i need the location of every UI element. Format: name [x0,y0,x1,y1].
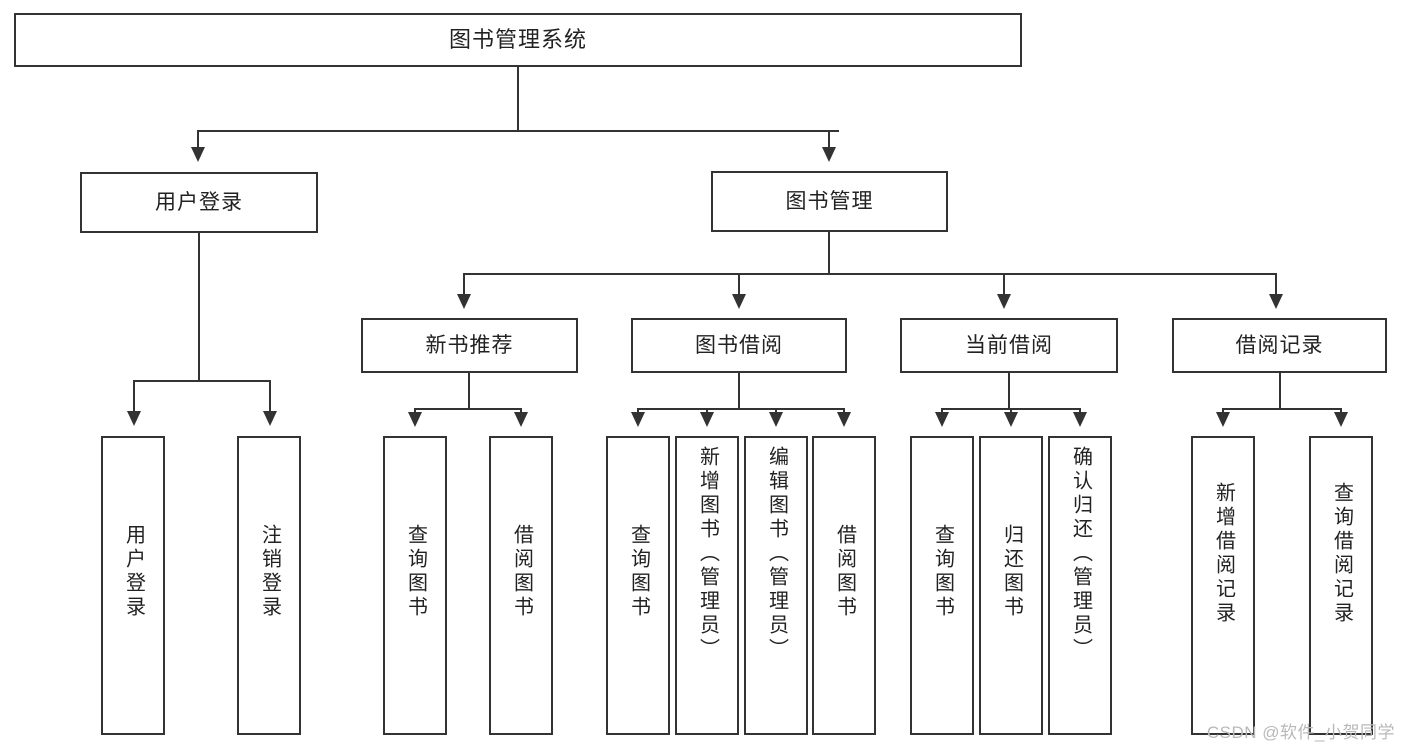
leaf-user-login-label: 用户登录 [122,524,145,620]
edge-root-bus [197,130,839,132]
arrow-to-leaf5 [631,412,645,427]
arrow-to-leaf2 [263,411,277,426]
edge-borrow-drop-3 [775,408,777,414]
node-new-book-recommend-label: 新书推荐 [425,333,514,357]
edge-current-stem [1008,373,1010,409]
edge-borrow-bus [637,408,845,410]
edge-login-drop-2 [269,380,271,412]
edge-borrow-stem [738,373,740,409]
edge-bookmgmt-bus [463,273,1275,275]
node-book-borrow-label: 图书借阅 [695,333,783,357]
edge-borrow-drop-4 [843,408,845,414]
leaf-query-borrow-record-label: 查询借阅记录 [1330,482,1353,626]
leaf-return-books-label: 归还图书 [1000,524,1023,620]
edge-borrow-drop-1 [637,408,639,414]
leaf-borrow-books[interactable]: 借阅图书 [812,436,876,735]
arrow-to-borrow [732,294,746,309]
arrow-to-leaf1 [127,411,141,426]
leaf-query-books-borrow[interactable]: 查询图书 [606,436,670,735]
node-borrow-records[interactable]: 借阅记录 [1172,318,1387,373]
arrow-to-bookmgmt [822,147,836,162]
arrow-to-leaf10 [1004,412,1018,427]
edge-bookmgmt-drop-1 [463,273,465,295]
node-user-login-label: 用户登录 [155,190,243,214]
edge-newbook-drop-1 [414,408,416,414]
watermark: CSDN @软件_小贺同学 [1206,723,1395,742]
leaf-query-books-newbook-label: 查询图书 [404,524,427,620]
leaf-confirm-return-admin[interactable]: 确认归还（管理员） [1048,436,1112,735]
edge-bookmgmt-drop-2 [738,273,740,295]
arrow-to-login [191,147,205,162]
leaf-user-login[interactable]: 用户登录 [101,436,165,735]
leaf-borrow-books-newbook[interactable]: 借阅图书 [489,436,553,735]
arrow-to-leaf9 [935,412,949,427]
edge-root-drop-bookmgmt [828,130,830,148]
leaf-edit-book-admin[interactable]: 编辑图书（管理员） [744,436,808,735]
edge-login-bus [133,380,271,382]
edge-login-drop-1 [133,380,135,412]
leaf-add-book-admin-label: 新增图书（管理员） [696,446,719,662]
node-current-borrow-label: 当前借阅 [965,333,1053,357]
node-book-borrow[interactable]: 图书借阅 [631,318,847,373]
node-borrow-records-label: 借阅记录 [1235,333,1324,357]
arrow-to-leaf12 [1216,412,1230,427]
node-current-borrow[interactable]: 当前借阅 [900,318,1118,373]
arrow-to-leaf8 [837,412,851,427]
node-root[interactable]: 图书管理系统 [14,13,1022,67]
edge-root-drop-login [197,130,199,148]
leaf-edit-book-admin-label: 编辑图书（管理员） [765,446,788,662]
arrow-to-records [1269,294,1283,309]
arrow-to-leaf4 [514,412,528,427]
leaf-borrow-books-newbook-label: 借阅图书 [510,524,533,620]
edge-login-stem [198,233,200,381]
edge-current-drop-3 [1079,408,1081,414]
arrow-to-leaf6 [700,412,714,427]
leaf-query-books-current[interactable]: 查询图书 [910,436,974,735]
edge-current-drop-2 [1010,408,1012,414]
leaf-logout-label: 注销登录 [258,524,281,620]
arrow-to-leaf3 [408,412,422,427]
edge-newbook-stem [468,373,470,409]
edge-borrow-drop-2 [706,408,708,414]
leaf-add-book-admin[interactable]: 新增图书（管理员） [675,436,739,735]
arrow-to-leaf11 [1073,412,1087,427]
edge-root-stem [517,66,519,131]
arrow-to-newbook [457,294,471,309]
arrow-to-current [997,294,1011,309]
leaf-borrow-books-label: 借阅图书 [833,524,856,620]
leaf-add-borrow-record[interactable]: 新增借阅记录 [1191,436,1255,735]
edge-bookmgmt-drop-4 [1275,273,1277,295]
edge-records-drop-2 [1340,408,1342,414]
leaf-add-borrow-record-label: 新增借阅记录 [1212,482,1235,626]
leaf-query-books-borrow-label: 查询图书 [627,524,650,620]
node-book-management-label: 图书管理 [785,189,874,213]
leaf-confirm-return-admin-label: 确认归还（管理员） [1069,446,1092,662]
leaf-logout[interactable]: 注销登录 [237,436,301,735]
edge-newbook-bus [414,408,522,410]
arrow-to-leaf13 [1334,412,1348,427]
leaf-query-books-newbook[interactable]: 查询图书 [383,436,447,735]
edge-records-drop-1 [1222,408,1224,414]
node-book-management[interactable]: 图书管理 [711,171,948,232]
leaf-return-books[interactable]: 归还图书 [979,436,1043,735]
arrow-to-leaf7 [769,412,783,427]
node-root-label: 图书管理系统 [448,26,587,52]
edge-current-drop-1 [941,408,943,414]
edge-newbook-drop-2 [520,408,522,414]
edge-records-stem [1279,373,1281,409]
node-user-login[interactable]: 用户登录 [80,172,318,233]
edge-bookmgmt-stem [828,232,830,274]
edge-records-bus [1222,408,1342,410]
edge-bookmgmt-drop-3 [1003,273,1005,295]
leaf-query-books-current-label: 查询图书 [931,524,954,620]
leaf-query-borrow-record[interactable]: 查询借阅记录 [1309,436,1373,735]
node-new-book-recommend[interactable]: 新书推荐 [361,318,578,373]
